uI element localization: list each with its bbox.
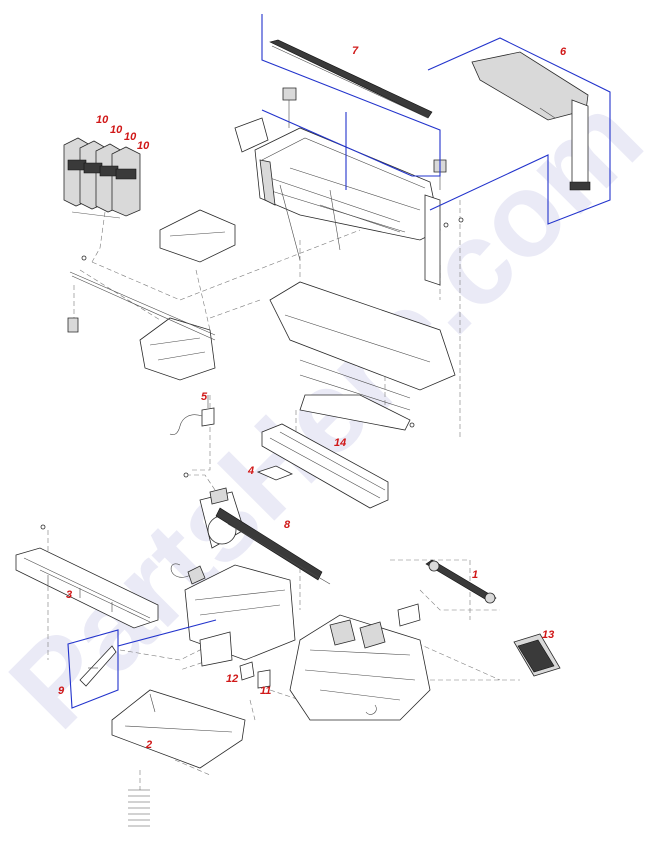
callout-2: 2: [145, 739, 152, 751]
part-3-side-rail: [15, 547, 159, 629]
callout-14: 14: [334, 437, 346, 449]
part-14-paper-guide: [261, 423, 389, 509]
callout-3: 3: [66, 589, 72, 601]
highlight-box-7: [261, 14, 441, 177]
callout-labels: 7 6 10 10 10 10 5 14 4 8 1 3 13 12 9 11 …: [58, 45, 567, 751]
callout-6: 6: [560, 46, 567, 58]
callout-7: 7: [352, 45, 359, 57]
cartridge-cover: [159, 209, 236, 263]
callout-10c: 10: [124, 131, 137, 143]
part-6-flex-cable: [471, 51, 591, 191]
highlight-box-6: [427, 37, 611, 225]
part-8-motor-rack: [170, 487, 331, 585]
lower-mechanism: [184, 564, 296, 667]
part-10-ink-cartridges: [63, 137, 141, 217]
callout-11: 11: [260, 685, 271, 697]
part-1-roller-shaft: [425, 559, 497, 604]
leader-9: [117, 619, 217, 647]
callout-10b: 10: [110, 124, 123, 136]
highlight-box-9: [67, 629, 119, 709]
callout-5: 5: [201, 391, 208, 403]
part-5-sensor: [169, 395, 215, 436]
cartridge-holder: [67, 271, 216, 381]
callout-10d: 10: [137, 140, 150, 152]
assembly-dash-lines: [47, 200, 520, 790]
callout-12: 12: [226, 673, 238, 685]
part-7-carriage-belt: [269, 39, 433, 119]
part-2-paper-tray: [111, 689, 246, 769]
callout-9: 9: [58, 685, 65, 697]
part-9-lever: [79, 645, 117, 687]
part-12-clip: [239, 661, 255, 681]
spring: [128, 789, 150, 827]
callout-4: 4: [247, 465, 254, 477]
screws: [40, 217, 464, 530]
chassis-plate: [269, 281, 456, 431]
carriage-frame-assembly: [234, 87, 447, 286]
callout-13: 13: [542, 629, 554, 641]
callout-10a: 10: [96, 114, 109, 126]
part-4-bracket: [256, 465, 293, 481]
part-13-pad: [513, 633, 561, 677]
service-station-base: [289, 603, 431, 721]
part-11-clip: [257, 669, 271, 689]
callout-8: 8: [284, 519, 291, 531]
callout-1: 1: [472, 569, 478, 581]
